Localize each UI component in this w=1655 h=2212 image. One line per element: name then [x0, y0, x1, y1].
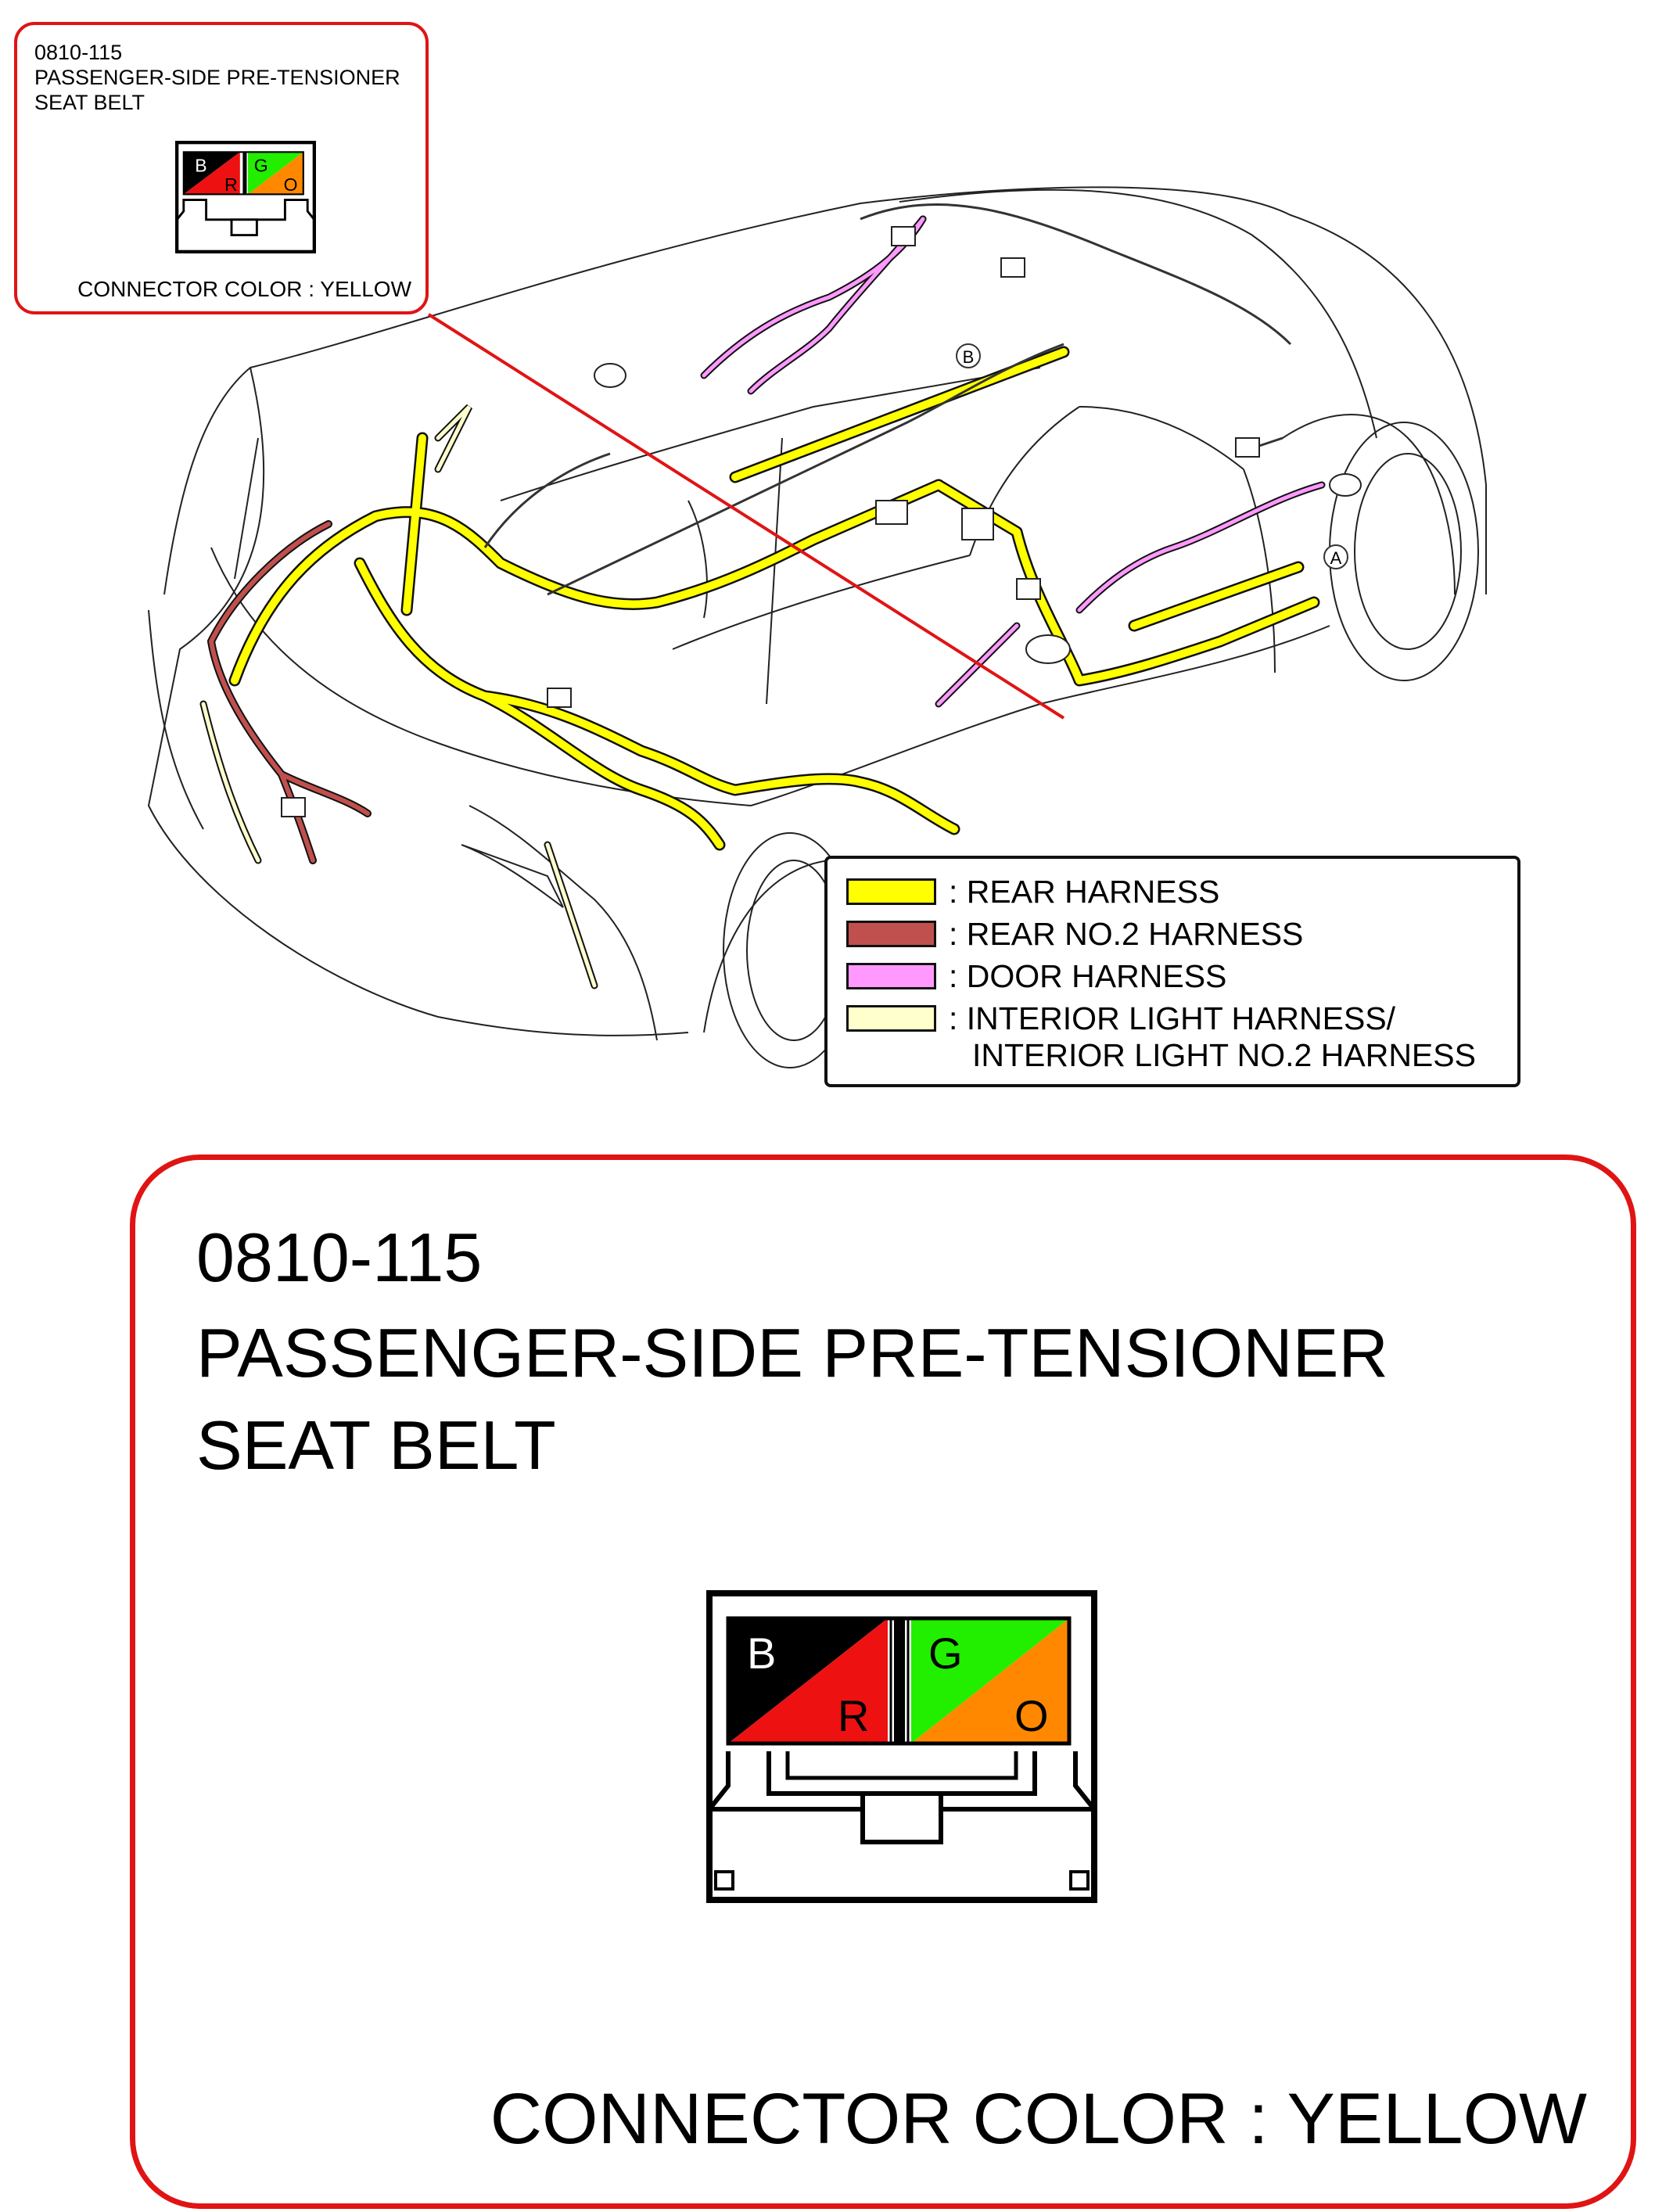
harness-connectors — [281, 226, 1362, 817]
interior-light-harness-path — [201, 405, 597, 988]
connector-callout-large: 0810-115 PASSENGER-SIDE PRE-TENSIONER SE… — [130, 1154, 1636, 2209]
connector-color-small: CONNECTOR COLOR : YELLOW — [77, 277, 411, 301]
connector-name-line1: PASSENGER-SIDE PRE-TENSIONER — [196, 1314, 1388, 1391]
marker-b-label: B — [963, 347, 975, 367]
legend-label-rear: : REAR HARNESS — [949, 873, 1220, 910]
pin-o-label: O — [1014, 1691, 1049, 1740]
svg-text:R: R — [224, 174, 238, 195]
connector-callout-small: 0810-115 PASSENGER-SIDE PRE-TENSIONER SE… — [14, 22, 429, 314]
marker-a-circle — [1323, 544, 1348, 569]
svg-text:B: B — [195, 156, 206, 176]
connector-number-small: 0810-115 — [34, 41, 123, 64]
pin-r-fill — [728, 1618, 888, 1743]
harness-legend: : REAR HARNESS : REAR NO.2 HARNESS : DOO… — [824, 856, 1520, 1087]
legend-label-door: : DOOR HARNESS — [949, 957, 1227, 994]
legend-label-interior-light-no2: INTERIOR LIGHT NO.2 HARNESS — [972, 1037, 1476, 1073]
marker-a-label: A — [1330, 548, 1342, 568]
svg-text:G: G — [254, 156, 268, 176]
door-harness-path — [702, 217, 1324, 706]
legend-item-rear: : REAR HARNESS — [846, 871, 1219, 912]
legend-swatch-rear — [846, 878, 936, 905]
vehicle-harness-diagram: B A — [147, 186, 1487, 1068]
connector-name-line1-small: PASSENGER-SIDE PRE-TENSIONER — [34, 66, 400, 89]
svg-text:O: O — [284, 174, 298, 195]
misc-wiring — [483, 203, 1292, 596]
connector-name-line2-small: SEAT BELT — [34, 91, 145, 114]
connector-face: B R G O — [706, 1590, 1097, 1903]
legend-item-door: : DOOR HARNESS — [846, 956, 1226, 996]
connector-number: 0810-115 — [196, 1219, 483, 1296]
callout-leader-line — [427, 313, 1065, 720]
legend-item-rear-no2: : REAR NO.2 HARNESS — [846, 914, 1303, 954]
legend-swatch-interior-light — [846, 1005, 936, 1032]
rear-harness-outline — [228, 346, 1320, 851]
legend-item-interior-light: : INTERIOR LIGHT HARNESS/ — [846, 998, 1395, 1039]
rear-harness-path — [231, 348, 1318, 849]
pin-r-label: R — [838, 1691, 869, 1740]
pin-b-label: B — [747, 1628, 776, 1678]
pin-o-fill — [911, 1618, 1069, 1743]
legend-label-interior-light: : INTERIOR LIGHT HARNESS/ — [949, 1000, 1396, 1036]
marker-b-circle — [956, 343, 981, 368]
legend-label-rear-no2: : REAR NO.2 HARNESS — [949, 915, 1304, 952]
legend-swatch-rear-no2 — [846, 921, 936, 947]
pin-g-label: G — [928, 1628, 963, 1678]
connector-color: CONNECTOR COLOR : YELLOW — [490, 2079, 1587, 2159]
legend-swatch-door — [846, 963, 936, 989]
connector-face-small: B R G O — [175, 141, 316, 253]
rear-no2-harness-path — [209, 522, 370, 863]
connector-name-line2: SEAT BELT — [196, 1406, 556, 1484]
